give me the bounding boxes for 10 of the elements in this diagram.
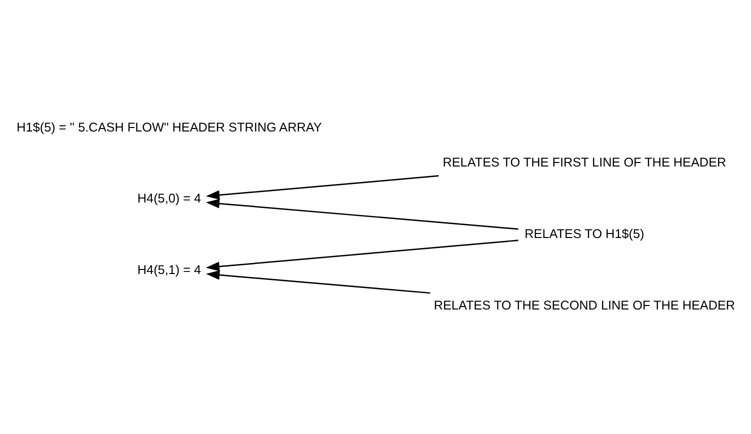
node-text: H4(5,0) = 4 (137, 192, 202, 206)
node-text: RELATES TO H1$(5) (524, 226, 644, 241)
arrow (206, 198, 518, 230)
arrow (206, 175, 439, 200)
node-text: H4(5,1) = 4 (137, 263, 202, 278)
node-text: RELATES TO THE SECOND LINE OF THE HEADER (434, 298, 736, 312)
node-text: RELATES TO THE FIRST LINE OF THE HEADER (442, 156, 726, 170)
arrow (206, 240, 518, 272)
arrow (206, 270, 430, 294)
label: H1$(5) = '' 5.CASH FLOW'' HEADER STRING ARRAY (16, 120, 322, 134)
